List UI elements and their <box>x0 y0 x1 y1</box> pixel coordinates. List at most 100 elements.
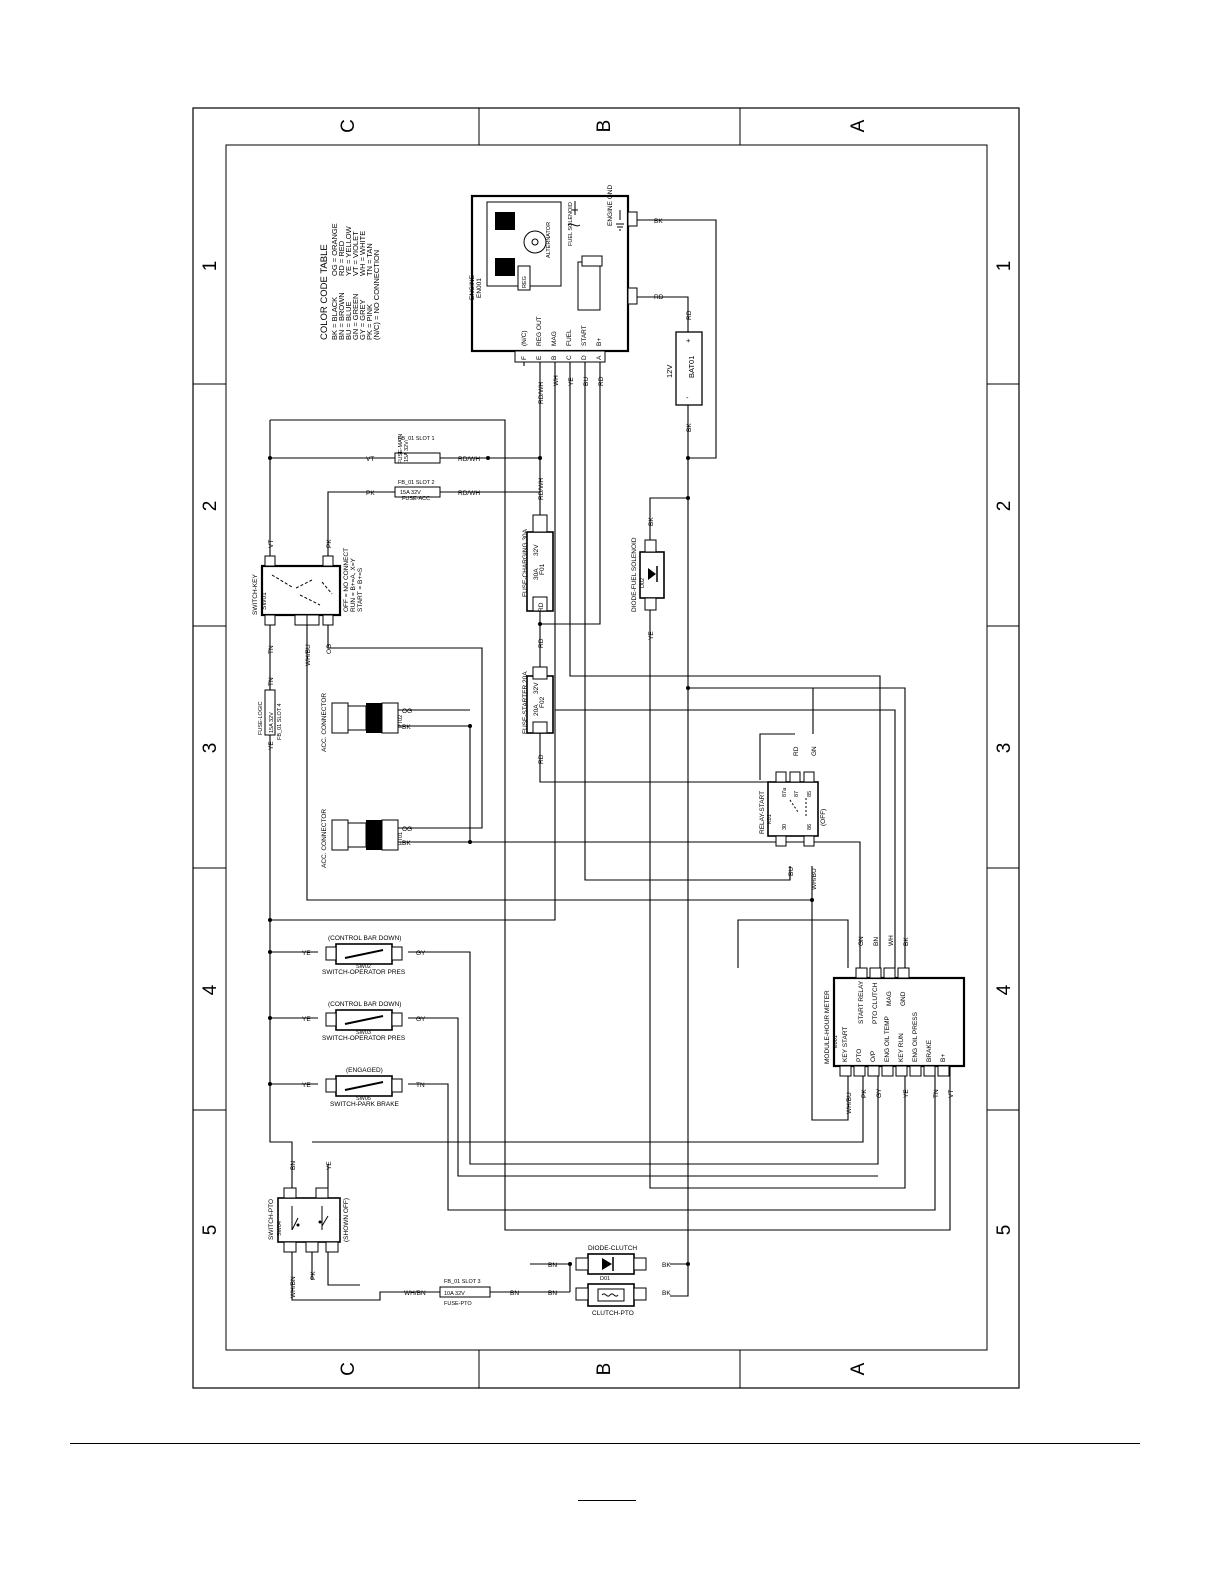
relay-pin-30: 30 <box>782 824 788 830</box>
zone-row-3-right: 3 <box>994 743 1015 754</box>
module-pin-eng-oil-temp: ENG OIL TEMP <box>884 1016 891 1062</box>
zone-row-1-right: 1 <box>994 261 1015 272</box>
acc1-name: ACC. CONNECTOR <box>321 809 328 868</box>
fuse-acc-slot: FB_01 SLOT 2 <box>398 480 435 486</box>
zone-col-b-top: B <box>594 120 615 133</box>
engine-fuel-solenoid-label: FUEL SOLENOID <box>568 202 574 246</box>
color-code-table: COLOR CODE TABLE BK = BLACK BN = BROWN B… <box>319 223 381 340</box>
switch-key-legend-off: OFF = NO CONNECT <box>343 548 350 612</box>
module-pin-gnd: GND <box>900 991 907 1006</box>
clutch-pto-name: CLUTCH-PTO <box>592 1310 634 1317</box>
wl-bn-diode: BN <box>548 1262 557 1269</box>
engine-pin-label-b: MAG <box>551 331 558 346</box>
acc2-name: ACC. CONNECTOR <box>321 693 328 752</box>
sw-park-name: SWITCH-PARK BRAKE <box>330 1101 400 1108</box>
wl-rd-start-in: RD <box>538 638 545 648</box>
fuse-starter: FUSE-STARTER 20A 20A F02 32V <box>522 666 554 734</box>
wl-bn-pto: BN <box>290 1161 297 1170</box>
wl-rd-batt: RD <box>686 310 693 320</box>
module-pin-eng-oil-press: ENG OIL PRESS <box>912 1011 919 1062</box>
fuse-logic-name: FUSE-LOGIC <box>258 701 264 735</box>
battery-minus: - <box>686 393 689 402</box>
engine-pin-label-e: REG OUT <box>536 316 543 346</box>
wl-bk-module: BK <box>903 937 910 946</box>
engine-block: REG ALTERNATOR FUEL SOLENOID ENGINE GND … <box>469 185 638 363</box>
sw-op2-name: SWITCH-OPERATOR PRES <box>322 1035 406 1042</box>
fuse-main-name: FUSE-MAIN <box>398 434 404 464</box>
wl-rdwh-acc: RD/WH <box>458 490 480 497</box>
cc-bn: BN = BROWN <box>337 292 346 340</box>
engine-pin-d: D <box>581 355 588 360</box>
wl-bk-gnd: BK <box>654 218 663 225</box>
cc-pk: PK = PINK <box>365 304 374 340</box>
module-hour-meter: MODULE-HOUR METER E001 KEY START PTO O/P… <box>824 967 966 1077</box>
clutch-pto: CLUTCH-PTO <box>575 1283 647 1317</box>
fuse-acc-rating: 15A 32V <box>400 490 421 496</box>
acc-connector-2: ACC. CONNECTOR PT02 <box>321 693 404 752</box>
wl-tn-logic: TN <box>268 677 275 686</box>
wl-whbu-relay: WH/BU <box>811 868 818 890</box>
engine-pin-c: C <box>566 355 573 360</box>
engine-reg-label: REG <box>522 276 528 288</box>
switch-key-legend-start: START = B+=S <box>357 567 364 612</box>
zone-row-4-right: 4 <box>994 984 1015 995</box>
wl-rdwh-main: RD/WH <box>458 456 480 463</box>
relay-pin-86: 86 <box>807 824 813 830</box>
zone-row-4-left: 4 <box>200 984 221 995</box>
wl-rd-start: RD <box>654 294 664 301</box>
acc2-ref: PT02 <box>398 715 404 728</box>
engine-pin-label-c: FUEL <box>566 329 573 346</box>
switch-pto: SWITCH-PTO SW04 (SHOWN OFF) <box>268 1187 350 1253</box>
zone-row-5-left: 5 <box>200 1225 221 1236</box>
wl-bk-clutch: BK <box>662 1290 671 1297</box>
wl-whbn-pto: WH/BN <box>290 1276 297 1298</box>
wl-og-acc1: OG <box>402 826 412 833</box>
wl-gy-module: GY <box>876 1088 883 1098</box>
wl-bk-batt: BK <box>686 423 693 432</box>
wl-ye-module: YE <box>903 1089 910 1098</box>
cc-rd: RD = RED <box>337 240 346 276</box>
switch-pto-note: (SHOWN OFF) <box>343 1198 350 1242</box>
engine-pin-a: A <box>596 355 603 360</box>
zone-row-2-right: 2 <box>994 501 1015 512</box>
cc-bu: BU = BLUE <box>344 301 353 340</box>
diode-fuel-name: DIODE-FUEL SOLENOID <box>631 537 638 612</box>
outer-border <box>192 107 1020 1389</box>
cc-wh: WH = WHITE <box>358 231 367 276</box>
wl-gy-op2: GY <box>416 1016 426 1023</box>
relay-start-ref: K01 <box>767 814 773 824</box>
engine-pin-f: F <box>521 356 528 360</box>
junctions <box>268 456 814 1266</box>
cc-gy: GY = GREY <box>358 299 367 340</box>
wl-rd-chg: RD <box>538 602 545 612</box>
wl-ye-diode: YE <box>648 631 655 640</box>
fuse-logic-rating: 15A 32V <box>269 712 275 733</box>
switch-pto-ref: SW04 <box>277 1221 283 1236</box>
battery: BAT01 12V + - <box>665 331 703 406</box>
engine-pin-b: B <box>551 356 558 360</box>
engine-alternator-label: ALTERNATOR <box>546 222 552 258</box>
wl-whbu-module: WH/BU <box>846 1092 853 1114</box>
switch-operator-pres-1: (CONTROL BAR DOWN) SWITCH-OPERATOR PRES … <box>322 935 406 976</box>
wl-bk-acc2: BK <box>402 724 411 731</box>
zone-row-5-right: 5 <box>994 1225 1015 1236</box>
relay-pin-85: 85 <box>807 791 813 797</box>
sw-op1-ref: SW02 <box>356 964 371 970</box>
relay-pin-87: 87 <box>794 791 800 797</box>
fuse-pto-rating: 10A 32V <box>444 1291 465 1297</box>
fuse-starter-name: FUSE-STARTER 20A <box>522 671 529 734</box>
wl-tn-park: TN <box>416 1082 425 1089</box>
fuse-acc: FUSE-ACC 15A 32V FB_01 SLOT 2 <box>394 480 441 502</box>
module-pin-op: O/P <box>870 1051 877 1062</box>
fuse-charging-volt: 32V <box>533 544 540 556</box>
zone-col-c-top: C <box>338 119 359 133</box>
zone-row-3-left: 3 <box>200 743 221 754</box>
wl-gy-op1: GY <box>416 950 426 957</box>
wl-ye-logic: YE <box>268 741 275 750</box>
fuse-charging-amp: 30A <box>533 568 540 580</box>
module-pin-pto: PTO <box>856 1049 863 1062</box>
wl-bk-diode-clutch: BK <box>662 1262 671 1269</box>
wl-ye-park: YE <box>302 1082 311 1089</box>
module-pin-brake: BRAKE <box>926 1039 933 1062</box>
